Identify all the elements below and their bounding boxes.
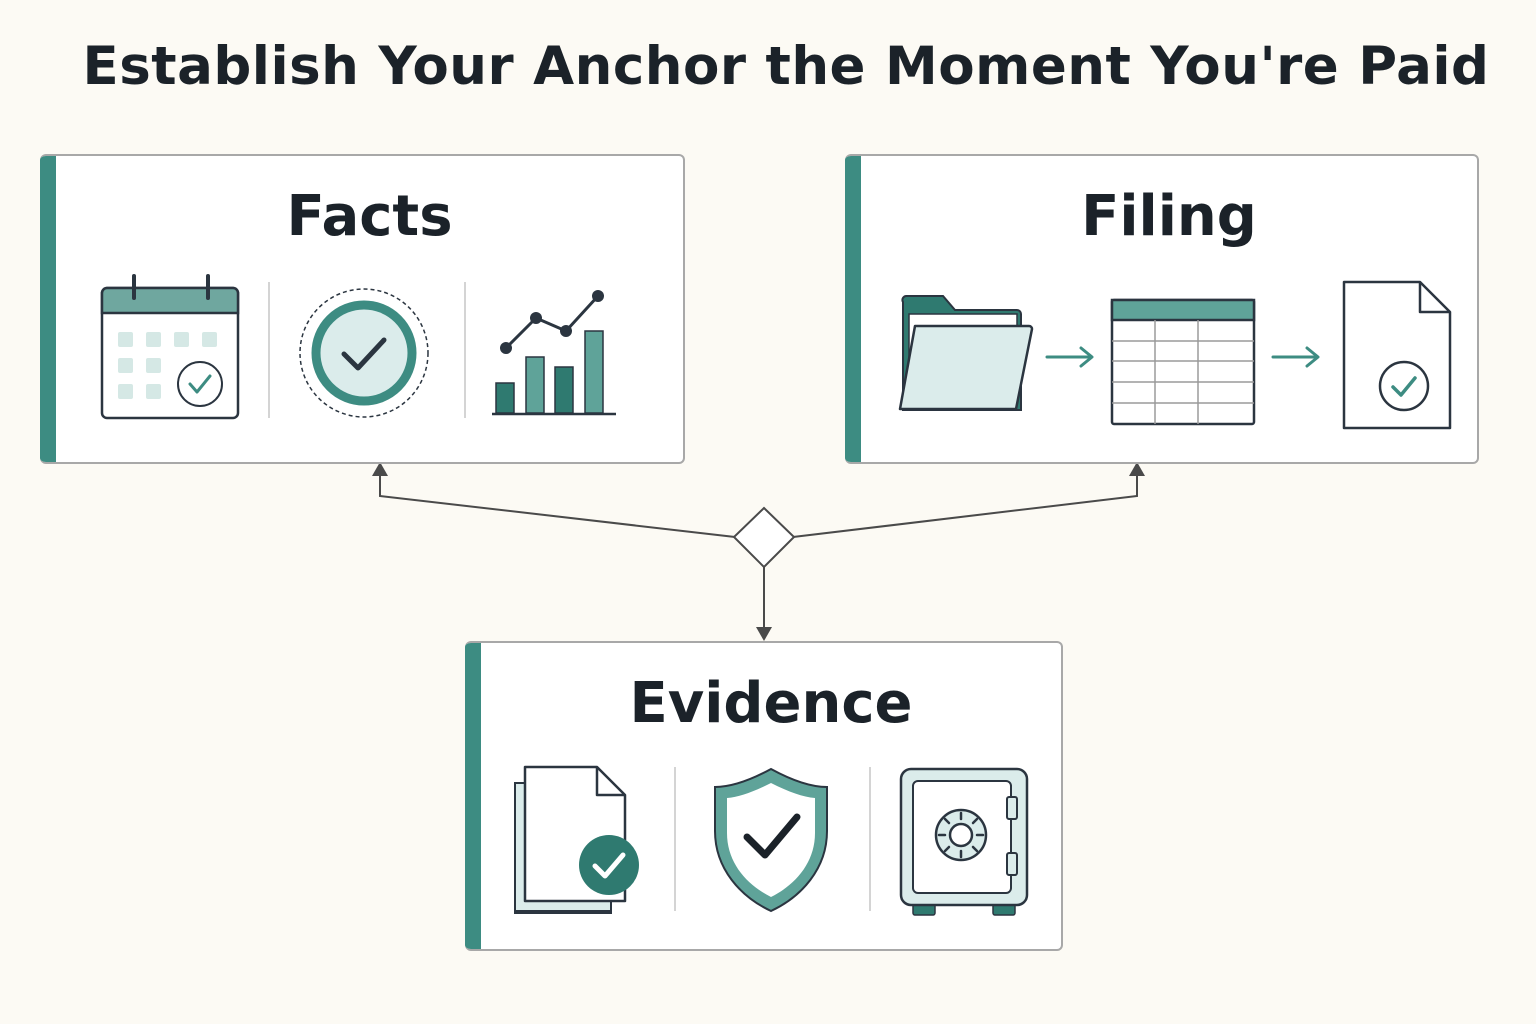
- facts-card: Facts: [40, 154, 685, 464]
- evidence-divider-2: [869, 767, 871, 911]
- safe-vault-icon: [899, 767, 1029, 916]
- calendar-check-icon: [100, 274, 240, 420]
- folder-icon: [898, 294, 1034, 411]
- arrow-right-icon: [1271, 346, 1320, 368]
- evidence-icon-row: [481, 761, 1061, 921]
- evidence-card: Evidence: [465, 641, 1063, 951]
- facts-card-accent: [40, 156, 56, 462]
- growth-chart-icon: [492, 290, 616, 416]
- arrow-right-icon: [1045, 346, 1094, 368]
- facts-divider-1: [268, 282, 270, 418]
- facts-icon-row: [56, 274, 683, 424]
- facts-divider-2: [464, 282, 466, 418]
- arrowhead-facts: [372, 462, 388, 476]
- spreadsheet-icon: [1110, 298, 1256, 426]
- evidence-card-accent: [465, 643, 481, 949]
- junction-diamond: [732, 506, 796, 569]
- connector-to-filing: [792, 472, 1138, 538]
- filing-card: Filing: [845, 154, 1479, 464]
- filing-card-accent: [845, 156, 861, 462]
- shield-check-icon: [714, 767, 828, 913]
- filing-card-title: Filing: [1081, 184, 1257, 249]
- evidence-card-title: Evidence: [629, 671, 913, 736]
- facts-card-title: Facts: [286, 184, 453, 249]
- page-title: Establish Your Anchor the Moment You're …: [82, 36, 1490, 97]
- filing-icon-row: [861, 274, 1477, 434]
- arrowhead-evidence: [756, 627, 772, 641]
- arrowhead-filing: [1129, 462, 1145, 476]
- check-badge-icon: [299, 288, 429, 418]
- connector-to-facts: [379, 472, 736, 538]
- checked-document-icon: [1342, 280, 1452, 430]
- verified-documents-icon: [514, 765, 639, 914]
- evidence-divider-1: [674, 767, 676, 911]
